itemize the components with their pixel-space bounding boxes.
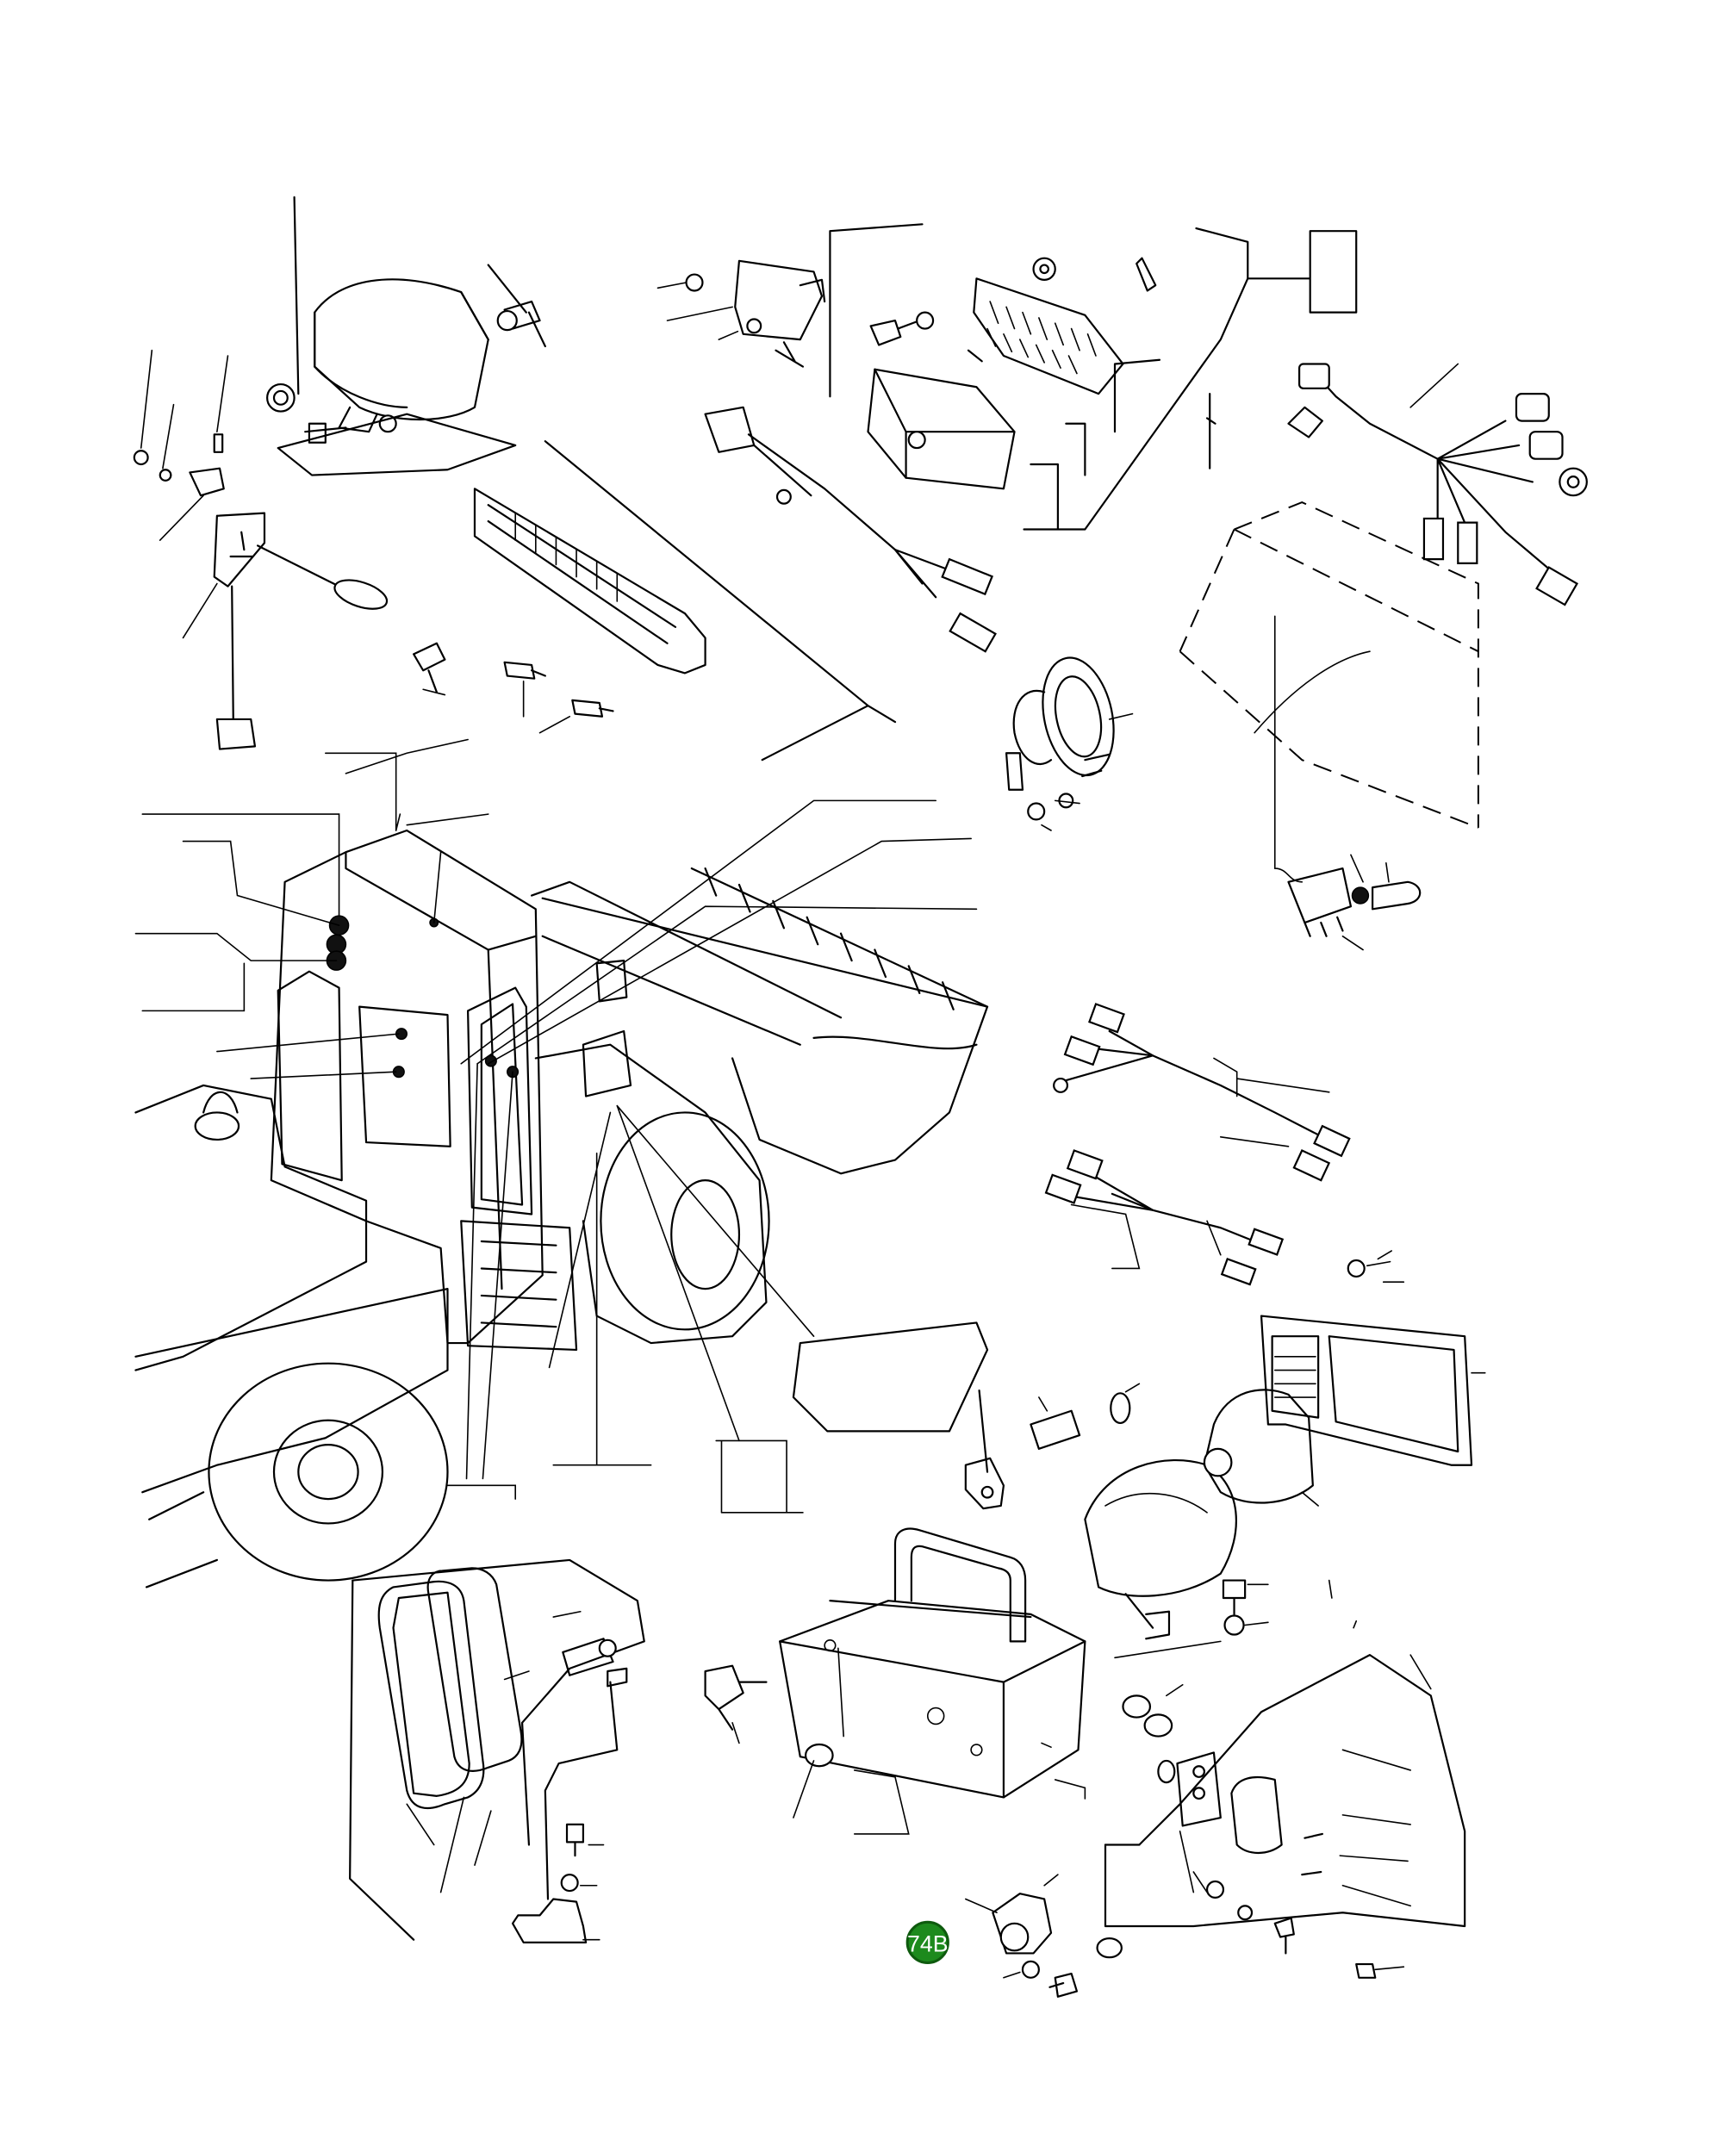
wheel-loader-overview xyxy=(135,740,987,1588)
wiring-harness-lower xyxy=(1046,1004,1349,1285)
callout-74b[interactable]: 74B xyxy=(907,1922,949,1962)
beacon-lamp-parts xyxy=(966,1251,1485,1638)
rear-lamp-bracket-assembly xyxy=(966,1621,1465,1997)
cab-detail-relay xyxy=(1180,502,1478,949)
battery-box-assembly xyxy=(706,1529,1221,1834)
relay-assembly xyxy=(657,261,995,651)
callout-74b-marker[interactable] xyxy=(907,1922,948,1962)
fuse-box-assembly xyxy=(830,224,1356,529)
lever-switch-assembly xyxy=(134,351,390,749)
wiring-harness-upper xyxy=(1289,364,1587,605)
rear-combination-lamp xyxy=(414,441,895,760)
horn-assembly xyxy=(1006,651,1132,830)
work-lamp-assembly xyxy=(267,197,545,476)
mirror-assembly xyxy=(350,1560,644,1943)
